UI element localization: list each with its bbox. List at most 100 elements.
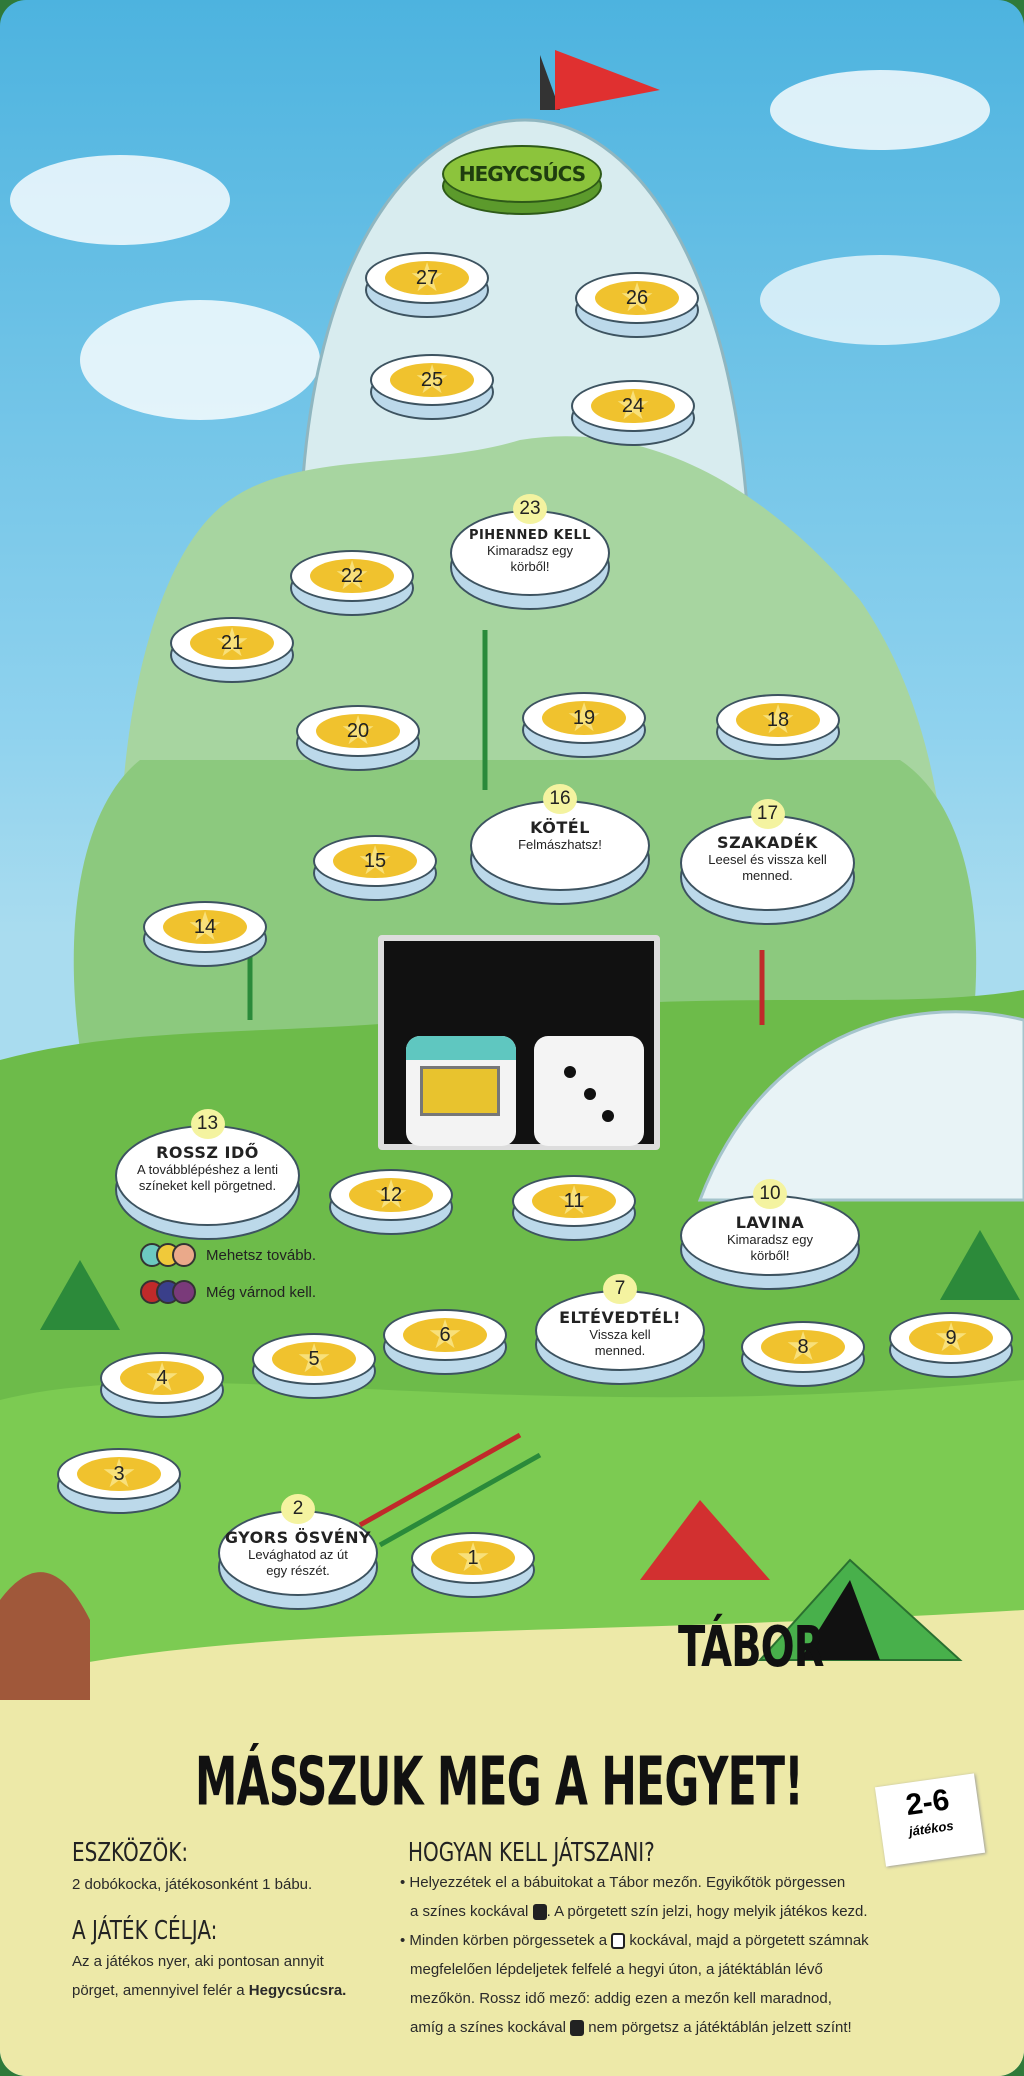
rule-text: kockával, majd a pörgetett számnak (629, 1932, 869, 1949)
special-number: 13 (190, 1109, 225, 1139)
camp-label: TÁBOR (678, 1615, 824, 1681)
square-number: 11 (563, 1189, 585, 1212)
color-die[interactable] (406, 1036, 516, 1146)
square-number: 6 (439, 1323, 451, 1346)
color-die-icon (570, 2020, 585, 2037)
legend-go: Mehetsz tovább. (140, 1243, 316, 1267)
equipment-text: 2 dobókocka, játékosonként 1 bábu. (72, 1876, 313, 1893)
rule-2-cont: amíg a színes kockával nem pörgetsz a já… (400, 2013, 1000, 2042)
board-square: 15 (313, 835, 437, 901)
go-colors-icon (140, 1243, 196, 1267)
rule-text: megfelelően lépdeljetek felfelé a hegyi … (410, 1961, 823, 1978)
board-square: 6 (383, 1309, 507, 1375)
special-number: 2 (281, 1494, 315, 1524)
wait-colors-icon (140, 1280, 196, 1304)
square-number: 22 (340, 564, 364, 587)
square-number: 25 (420, 368, 444, 391)
number-die-icon (611, 1933, 626, 1950)
square-number: 14 (193, 915, 217, 938)
legend-wait-text: Még várnod kell. (206, 1283, 317, 1301)
square-number: 4 (156, 1366, 168, 1389)
rule-text: a színes kockával (410, 1903, 529, 1920)
rule-text: mezőkön. Rossz idő mező: addig ezen a me… (410, 1990, 832, 2007)
board-square: 21 (170, 617, 294, 683)
special-desc: Levághatod az út egy részét. (248, 1547, 348, 1578)
special-number: 16 (543, 784, 577, 814)
special-desc: Kimaradsz egy körből! (487, 543, 573, 574)
board-square: 19 (522, 692, 646, 758)
board-square: 18 (716, 694, 840, 760)
square-number: 19 (572, 706, 596, 729)
board-square: 24 (571, 380, 695, 446)
dice-window (378, 935, 660, 1150)
special-desc: Felmászhatsz! (518, 837, 602, 852)
square-number: 27 (415, 266, 439, 289)
special-desc: A továbblépéshez a lenti színeket kell p… (137, 1162, 278, 1193)
special-title: GYORS ÖSVÉNY (224, 1528, 372, 1547)
board-square: 9 (889, 1312, 1013, 1378)
square-number: 26 (625, 286, 649, 309)
board-square: 25 (370, 354, 494, 420)
rule-text: Helyezzétek el a bábuitokat a Tábor mező… (409, 1874, 846, 1891)
rule-text: . A pörgetett szín jelzi, hogy melyik já… (546, 1903, 868, 1920)
players-label: játékos (907, 1817, 955, 1839)
howto-rules: • Helyezzétek el a bábuitokat a Tábor me… (400, 1868, 1000, 2042)
summit-space: HEGYCSÚCS (442, 145, 602, 215)
rule-1: • Helyezzétek el a bábuitokat a Tábor me… (400, 1874, 846, 1891)
rule-2: • Minden körben pörgessetek a kockával, … (400, 1932, 869, 1950)
square-number: 21 (220, 631, 244, 654)
board-square: 3 (57, 1448, 181, 1514)
square-number: 5 (308, 1347, 320, 1370)
square-number: 15 (363, 849, 387, 872)
number-die[interactable] (534, 1036, 644, 1146)
goal-text-bold: Hegycsúcsra. (248, 1982, 347, 1999)
color-die-icon (532, 1904, 547, 1921)
legend-go-text: Mehetsz tovább. (206, 1246, 317, 1264)
special-title: PIHENNED KELL (468, 528, 592, 543)
goal-text-body: Az a játékos nyer, aki pontosan annyit p… (72, 1953, 324, 1999)
square-number: 20 (346, 719, 370, 742)
legend-wait: Még várnod kell. (140, 1280, 316, 1304)
board-square: 11 (512, 1175, 636, 1241)
equipment-heading: ESZKÖZÖK: (72, 1836, 189, 1868)
special-title: SZAKADÉK (717, 833, 818, 852)
board-square: 14 (143, 901, 267, 967)
board-square: 12 (329, 1169, 453, 1235)
special-title: LAVINA (735, 1213, 805, 1232)
board-square: 20 (296, 705, 420, 771)
players-count: 2-6 (903, 1783, 952, 1823)
board-square: 1 (411, 1532, 535, 1598)
special-square-lost: ELTÉVEDTÉL!Vissza kell menned. 7 (535, 1274, 705, 1385)
game-title: MÁSSZUK MEG A HEGYET! (195, 1743, 804, 1822)
special-desc: Vissza kell menned. (589, 1327, 651, 1358)
square-number: 8 (797, 1335, 809, 1358)
rule-1-cont: a színes kockával . A pörgetett szín jel… (400, 1897, 1000, 1926)
special-desc: Kimaradsz egy körből! (727, 1232, 813, 1263)
square-number: 18 (766, 708, 790, 731)
rule-text: amíg a színes kockával (410, 2019, 566, 2036)
square-number: 1 (467, 1546, 479, 1569)
special-desc: Leesel és vissza kell menned. (708, 852, 827, 883)
special-title: KÖTÉL (530, 818, 590, 837)
special-number: 17 (750, 799, 785, 829)
square-number: 9 (945, 1326, 957, 1349)
board-square: 4 (100, 1352, 224, 1418)
rule-text: Minden körben pörgessetek a (409, 1932, 608, 1949)
special-number: 7 (603, 1274, 637, 1304)
rule-text: nem pörgetsz a játéktáblán jelzett színt… (588, 2019, 852, 2036)
board-square: 8 (741, 1321, 865, 1387)
goal-heading: A JÁTÉK CÉLJA: (72, 1914, 218, 1946)
special-title: ELTÉVEDTÉL! (559, 1308, 681, 1327)
special-number: 23 (513, 494, 547, 524)
board-square: 26 (575, 272, 699, 338)
square-number: 12 (379, 1183, 403, 1206)
goal-text: Az a játékos nyer, aki pontosan annyit p… (72, 1947, 372, 2005)
